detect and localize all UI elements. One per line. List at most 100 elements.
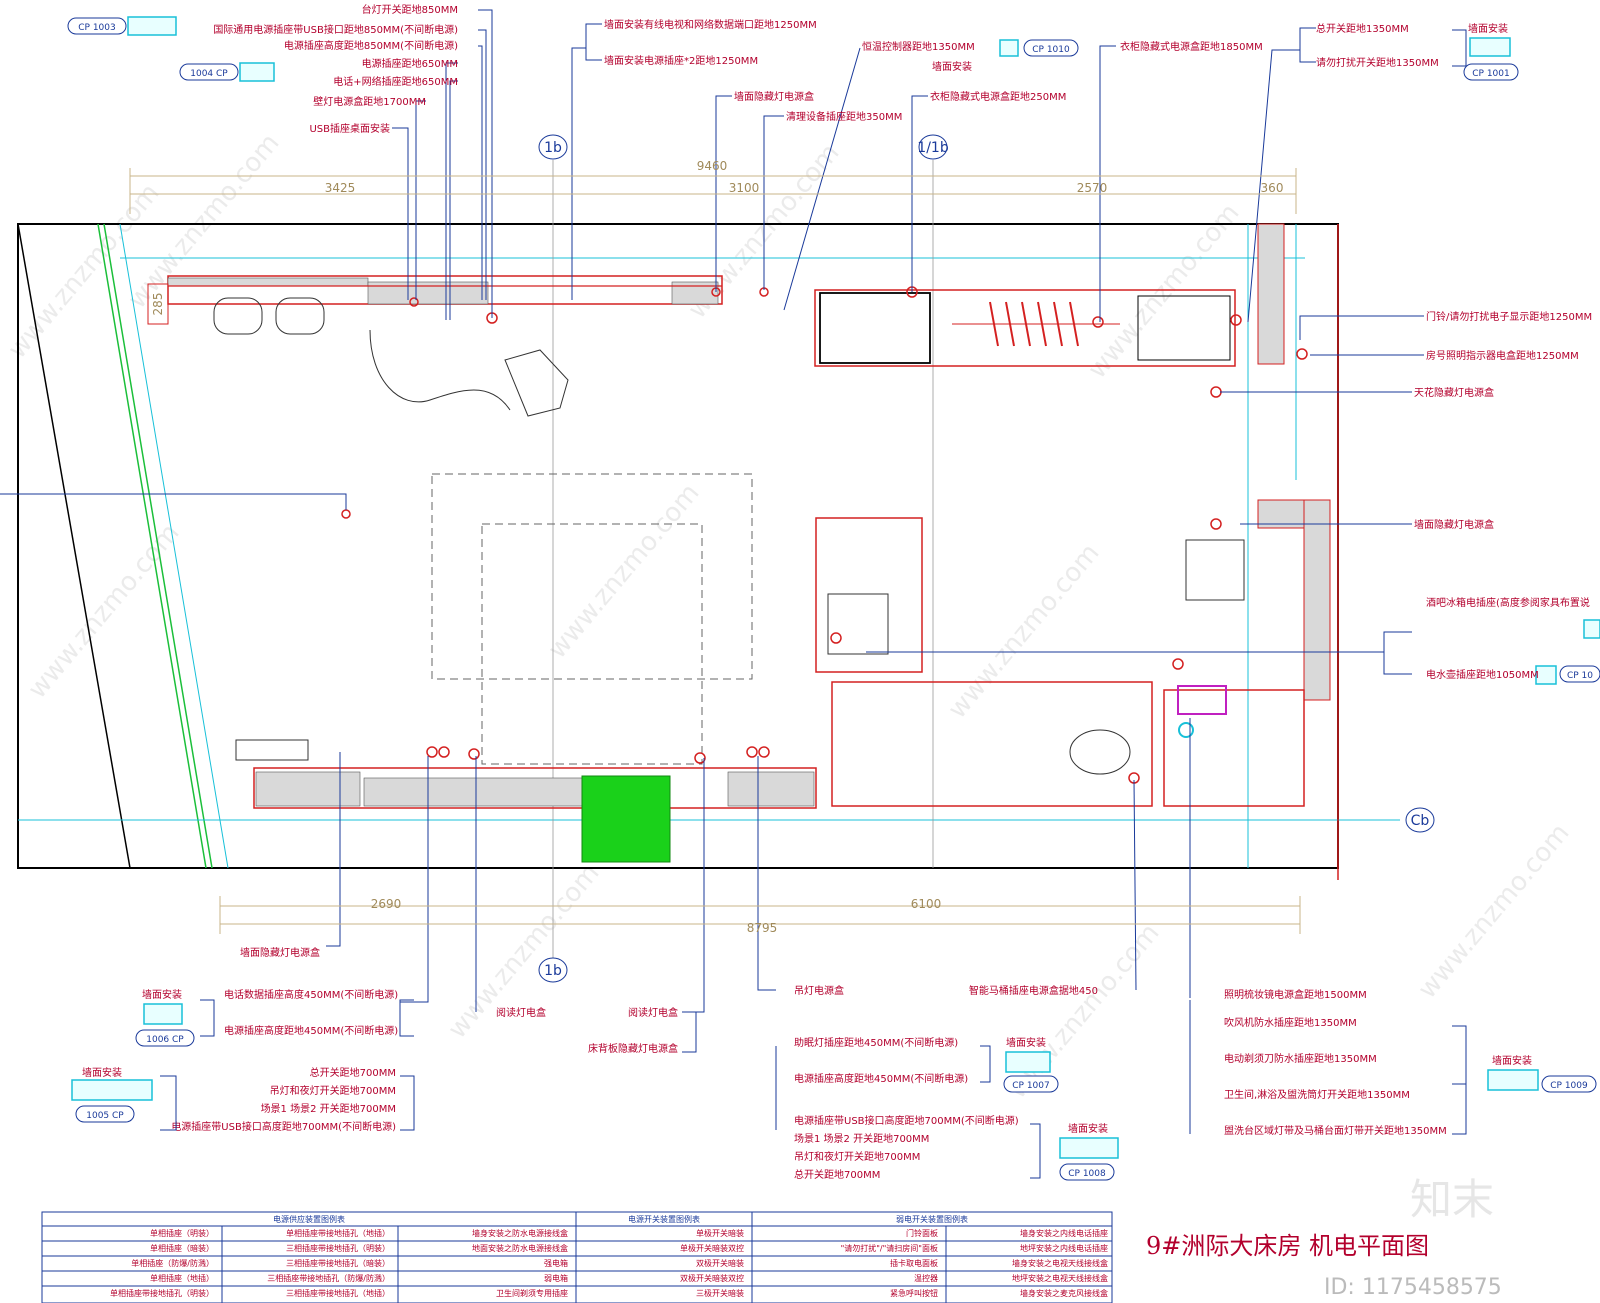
top-wall-hatch xyxy=(367,281,489,305)
legend-item: 三相插座带接地插孔（暗装） xyxy=(286,1258,390,1268)
basin-1 xyxy=(213,297,263,335)
label-wall-mount-4: 墙面安装 xyxy=(82,1066,122,1079)
cp-tags xyxy=(67,17,1600,1181)
watermark-id: ID: 1175458575 xyxy=(1324,1275,1502,1300)
dim-285-box xyxy=(147,283,169,325)
cp-1007: CP 1007 xyxy=(1012,1081,1049,1091)
label-phone-data-450: 电话数据插座高度450MM(不间断电源) xyxy=(224,988,398,1001)
legend-item: 双极开关暗装双控 xyxy=(680,1273,744,1283)
leader-lines xyxy=(0,9,1466,1085)
bed-inner xyxy=(481,523,703,765)
legend-item: 地坪安装之电视天线接线盒 xyxy=(1012,1273,1108,1283)
bottom-wall-hatch xyxy=(255,771,361,807)
label-shaver: 电动剃须刀防水插座距地1350MM xyxy=(1224,1052,1377,1065)
label-doorbell: 门铃/请勿打扰电子显示距地1250MM xyxy=(1426,310,1592,323)
label-brackets xyxy=(160,29,1467,1179)
legend-header-power: 电源供应装置图例表 xyxy=(273,1214,345,1224)
label-wall-outlet-2: 墙面安装电源插座*2距地1250MM xyxy=(604,54,758,67)
watermark-text: www.znzmo.com xyxy=(1412,818,1575,1004)
label-outlet-850: 电源插座高度距地850MM(不间断电源) xyxy=(284,39,458,52)
label-scene-700b: 场景1 场景2 开关距地700MM xyxy=(794,1132,929,1145)
legend-item: 三相插座带接地插孔（明装） xyxy=(286,1243,390,1253)
label-phone-net-650: 电话+网络插座距地650MM xyxy=(333,75,458,88)
hanger-row xyxy=(952,301,1120,347)
legend-item: 单极开关暗装双控 xyxy=(680,1243,744,1253)
light-symbol xyxy=(1178,722,1194,738)
axis-right-cb: Cb xyxy=(1411,813,1430,829)
axis-top-1b: 1b xyxy=(544,140,562,156)
legend-item: 墙身安装之麦克风接线盒 xyxy=(1020,1288,1108,1298)
headboard-green xyxy=(581,775,671,863)
vanity xyxy=(1163,689,1305,807)
facade-line xyxy=(17,223,131,869)
label-tv-data: 墙面安装有线电视和网络数据端口距地1250MM xyxy=(604,18,817,31)
cp-1001: CP 1001 xyxy=(1472,69,1509,79)
legend-item: 单相插座（明装） xyxy=(150,1228,214,1238)
label-hidden-lamp-3: 墙面隐藏灯电源盒 xyxy=(240,946,320,959)
label-ceiling-lamp: 天花隐藏灯电源盒 xyxy=(1414,386,1494,399)
cp-1009: CP 1009 xyxy=(1550,1081,1588,1091)
label-wardrobe-250: 衣柜隐藏式电源盒距地250MM xyxy=(930,90,1066,103)
bottom-wall-hatch xyxy=(727,771,815,807)
facade-green xyxy=(97,223,207,869)
dim-lines xyxy=(129,168,1301,934)
label-wall-mount-1: 墙面安装 xyxy=(932,60,972,73)
label-wall-mount-5: 墙面安装 xyxy=(1006,1036,1046,1049)
label-thermostat: 恒温控制器距地1350MM xyxy=(862,40,975,53)
shower xyxy=(827,593,889,655)
bed-outline xyxy=(431,473,753,680)
dim-top-total: 9460 xyxy=(697,159,728,173)
label-master-700: 总开关距地700MM xyxy=(310,1066,396,1079)
legend-item: 双极开关暗装 xyxy=(696,1258,744,1268)
label-pendant-box: 吊灯电源盒 xyxy=(794,984,844,997)
cp-1006: 1006 CP xyxy=(146,1035,184,1045)
label-hairdryer: 吹风机防水插座距地1350MM xyxy=(1224,1016,1357,1029)
mirror-mark xyxy=(1177,685,1227,715)
label-outlet-450b: 电源插座高度距地450MM(不间断电源) xyxy=(794,1072,968,1085)
legend-item: 三相插座带接地插孔（防爆/防溅） xyxy=(267,1273,390,1283)
label-outlet-450: 电源插座高度距地450MM(不间断电源) xyxy=(224,1024,398,1037)
label-master-700b: 总开关距地700MM xyxy=(794,1168,880,1181)
label-headboard-lamp: 床背板隐藏灯电源盒 xyxy=(588,1042,678,1055)
label-reading-lamp-1: 阅读灯电盒 xyxy=(496,1006,546,1019)
legend-item: 地面安装之防水电源接线盒 xyxy=(472,1243,568,1253)
legend-item: 单相插座（地插） xyxy=(150,1273,214,1283)
legend-item: 温控器 xyxy=(914,1273,938,1283)
facade-green2 xyxy=(103,223,213,869)
dim-top-a: 3425 xyxy=(325,181,356,195)
legend-item: 卫生间剃须专用插座 xyxy=(496,1288,568,1298)
facade-cyan xyxy=(119,223,229,869)
legend-item: "请勿打扰"/"请扫房间"面板 xyxy=(841,1243,938,1253)
label-kettle-outlet: 电水壶插座距地1050MM xyxy=(1426,668,1539,681)
axis-bottom-1b: 1b xyxy=(544,963,562,979)
cp-1005: 1005 CP xyxy=(86,1111,124,1121)
label-pendant-night-700b: 吊灯和夜灯开关距地700MM xyxy=(794,1150,920,1163)
legend-item: 地坪安装之内线电话插座 xyxy=(1020,1243,1108,1253)
dim-bot-total: 8795 xyxy=(747,921,778,935)
legend-item: 单相插座（防爆/防溅） xyxy=(131,1258,214,1268)
legend-rows: 单相插座（明装） 单相插座（暗装） 单相插座（防爆/防溅） 单相插座（地插） 单相插座带… xyxy=(110,1228,1108,1298)
page-title: 9#洲际大床房 机电平面图 xyxy=(1146,1232,1429,1260)
label-pendant-night-700: 吊灯和夜灯开关距地700MM xyxy=(270,1084,396,1097)
label-reading-lamp-2: 阅读灯电盒 xyxy=(628,1006,678,1019)
label-scene-700: 场景1 场景2 开关距地700MM xyxy=(261,1102,396,1115)
tv-cabinet xyxy=(819,292,931,364)
top-wall-hatch xyxy=(671,281,719,305)
basin-2 xyxy=(275,297,325,335)
legend-item: 强电箱 xyxy=(544,1258,568,1268)
label-bath-lights: 卫生间,淋浴及盥洗筒灯开关距地1350MM xyxy=(1224,1088,1410,1101)
axis-top-11b: 1/1b xyxy=(917,140,949,156)
label-desk-lamp-switch: 台灯开关距地850MM xyxy=(362,3,458,16)
axis-bubbles xyxy=(538,134,1435,983)
desk-chair xyxy=(504,349,569,417)
label-usb-desk: USB插座桌面安装 xyxy=(309,122,390,135)
label-smart-toilet: 智能马桶插座电源盒据地450 xyxy=(969,984,1098,997)
legend-item: 单相插座（暗装） xyxy=(150,1243,214,1253)
cp-10-right: CP 10 xyxy=(1567,671,1593,681)
label-usb-outlet-700: 电源插座带USB接口高度距地700MM(不间断电源) xyxy=(171,1120,396,1133)
legend-item: 单相插座带接地插孔（地插） xyxy=(286,1228,390,1238)
cp-1010: CP 1010 xyxy=(1032,45,1070,55)
label-wall-mount-2: 墙面安装 xyxy=(1468,22,1508,35)
label-wall-mount-7: 墙面安装 xyxy=(1492,1054,1532,1067)
